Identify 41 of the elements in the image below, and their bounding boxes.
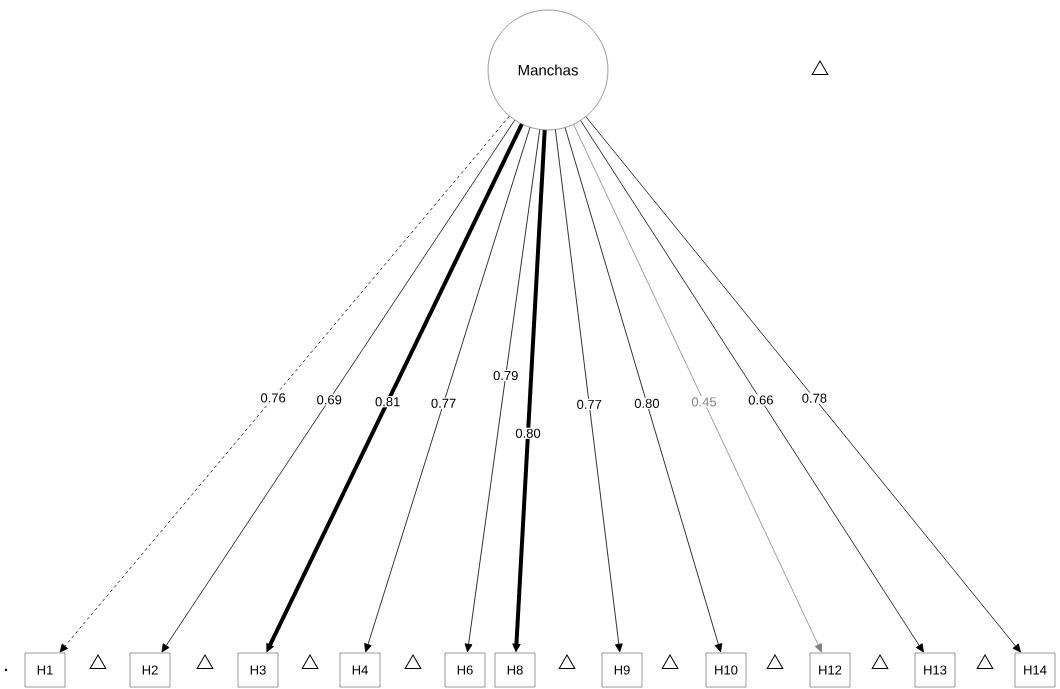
edge-label: 0.80 <box>634 398 660 408</box>
edge-label: 0.69 <box>317 395 342 405</box>
triangle-symbol <box>196 654 214 669</box>
edge-label: 0.79 <box>493 370 518 381</box>
indicator-box: H4 <box>339 652 381 688</box>
triangle-symbol <box>89 654 107 669</box>
indicator-box: H13 <box>914 652 956 688</box>
arrow <box>464 129 541 653</box>
indicator-box: H1 <box>24 652 66 688</box>
arrow <box>59 115 510 653</box>
triangle-symbol <box>766 654 784 669</box>
arrow <box>161 119 516 653</box>
triangle-symbol <box>301 654 319 669</box>
indicator-box: H6 <box>444 652 486 688</box>
arrow <box>573 124 822 653</box>
indicator-box: H2 <box>129 652 171 688</box>
indicator-box: H8 <box>494 652 536 688</box>
edge-label: 0.81 <box>375 397 400 407</box>
arrow <box>585 116 1021 653</box>
arrow <box>364 127 531 653</box>
arrow <box>580 120 924 653</box>
triangle-symbol <box>404 654 422 669</box>
triangle-symbol <box>661 654 679 669</box>
edge-label: 0.76 <box>260 393 286 403</box>
indicator-box: H14 <box>1014 652 1056 688</box>
indicator-box: H9 <box>601 652 643 688</box>
edge-label: 0.78 <box>802 393 827 403</box>
arrow <box>564 127 723 653</box>
triangle-symbol <box>558 654 576 669</box>
indicator-box: H3 <box>237 652 279 688</box>
arrow <box>555 129 623 653</box>
indicator-box: H10 <box>705 652 747 688</box>
edge-label: 0.80 <box>515 428 541 438</box>
edge-label: 0.45 <box>691 397 717 407</box>
triangle-symbol <box>811 60 829 75</box>
indicator-box: H12 <box>809 652 851 688</box>
edge-label: 0.66 <box>748 395 773 405</box>
triangle-symbol <box>976 654 994 669</box>
triangle-symbol <box>871 654 889 669</box>
edge-label: 0.77 <box>577 399 602 409</box>
edge-label: 0.77 <box>431 398 456 408</box>
